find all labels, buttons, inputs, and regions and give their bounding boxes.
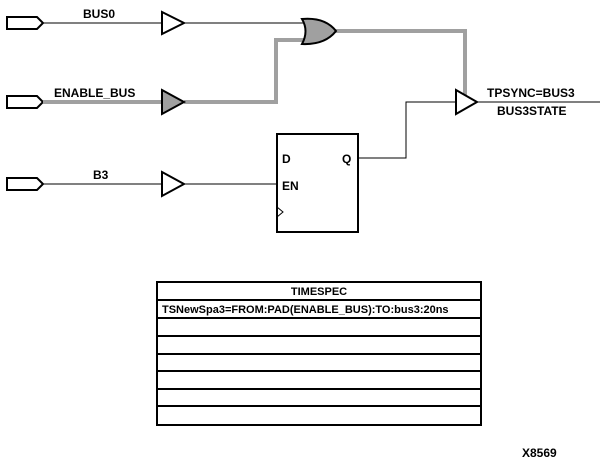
pin-en: EN [282, 179, 299, 193]
pin-q: Q [342, 152, 351, 166]
label-b3: B3 [93, 168, 109, 182]
wire-or-to-tristate [333, 29, 467, 95]
buffer-bus0 [161, 10, 187, 36]
figure-id: X8569 [522, 446, 557, 460]
label-bus0: BUS0 [83, 7, 115, 21]
pin-d: D [282, 152, 291, 166]
clock-pin-icon [276, 206, 284, 218]
timespec-table: TIMESPEC TSNewSpa3=FROM:PAD(ENABLE_BUS):… [156, 281, 482, 426]
label-enable-bus: ENABLE_BUS [54, 86, 135, 100]
input-pad-enable-bus [6, 95, 45, 109]
label-tpsync: TPSYNC=BUS3 [487, 86, 575, 100]
input-pad-bus0 [6, 16, 45, 30]
or-gate [300, 17, 338, 46]
tristate-buffer [455, 88, 480, 116]
wire-enable-out [184, 38, 305, 104]
label-bus3state: BUS3STATE [497, 104, 567, 118]
flipflop [276, 133, 359, 233]
timespec-row: TSNewSpa3=FROM:PAD(ENABLE_BUS):TO:bus3:2… [162, 304, 449, 316]
buffer-enable-bus [161, 88, 187, 116]
input-pad-b3 [6, 177, 45, 191]
wire-q-to-tristate [358, 101, 456, 159]
buffer-b3 [161, 170, 187, 198]
timespec-header: TIMESPEC [291, 286, 347, 298]
